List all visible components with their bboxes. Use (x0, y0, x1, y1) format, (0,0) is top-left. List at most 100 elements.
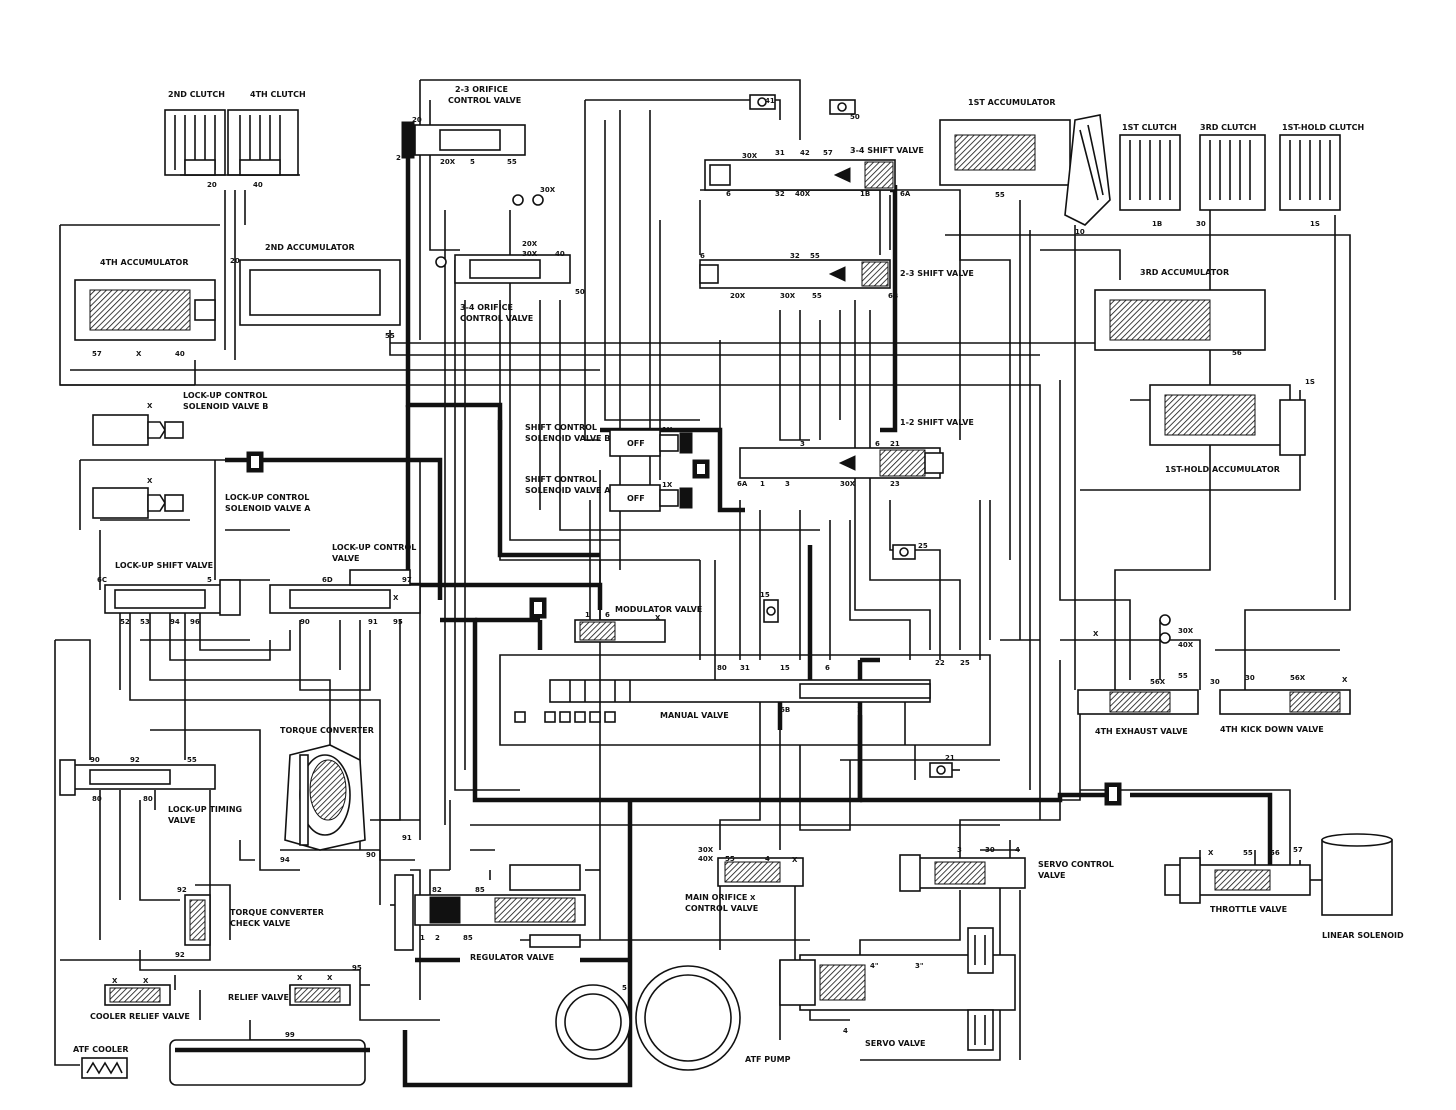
svg-text:30X: 30X (840, 480, 856, 488)
svg-text:90: 90 (300, 618, 310, 626)
svg-text:56X: 56X (1150, 678, 1166, 686)
svg-text:6: 6 (825, 664, 830, 672)
shift-solenoid-a-label-2: SOLENOID VALVE A (525, 486, 611, 495)
clutch-4th-label: 4TH CLUTCH (250, 90, 306, 99)
accumulator-3rd-label: 3RD ACCUMULATOR (1140, 268, 1229, 277)
svg-text:X: X (147, 402, 153, 410)
svg-text:X: X (112, 977, 118, 985)
svg-text:40X: 40X (698, 855, 714, 863)
accumulator-2nd (239, 259, 401, 326)
orifice-3-4-label-2: CONTROL VALVE (460, 314, 533, 323)
accumulator-1st (939, 119, 1071, 186)
clutch-3rd (1199, 134, 1266, 211)
atf-pump (555, 965, 741, 1071)
svg-text:92: 92 (177, 886, 187, 894)
lock-up-timing-valve-label-2: VALVE (168, 816, 196, 825)
svg-text:56: 56 (1270, 849, 1280, 857)
svg-text:4": 4" (870, 962, 879, 970)
main-orifice-control-valve (717, 857, 804, 887)
svg-text:5: 5 (622, 984, 627, 992)
svg-text:40: 40 (555, 250, 565, 258)
svg-text:6D: 6D (322, 576, 333, 584)
check-ball-15 (763, 599, 779, 623)
svg-text:55: 55 (725, 855, 735, 863)
svg-text:1B: 1B (1152, 220, 1162, 228)
svg-text:6B: 6B (888, 292, 898, 300)
svg-text:1: 1 (760, 480, 765, 488)
svg-text:40X: 40X (1178, 641, 1194, 649)
svg-text:82: 82 (432, 886, 442, 894)
svg-text:20: 20 (207, 181, 217, 189)
atf-pump-label: ATF PUMP (745, 1055, 791, 1064)
lock-up-solenoid-a-label-1: LOCK-UP CONTROL (225, 493, 309, 502)
manual-valve-label: MANUAL VALVE (660, 711, 729, 720)
check-ball-50 (829, 99, 856, 115)
svg-text:94: 94 (280, 856, 290, 864)
svg-text:91: 91 (402, 834, 412, 842)
svg-text:6B: 6B (780, 706, 790, 714)
fluid-lines-thick (225, 130, 1273, 1088)
svg-text:X: X (655, 614, 661, 622)
svg-text:22: 22 (935, 659, 945, 667)
svg-text:2: 2 (435, 934, 440, 942)
shift-valve-3-4 (704, 159, 896, 191)
lock-up-solenoid-b (92, 414, 184, 446)
svg-text:55: 55 (1243, 849, 1253, 857)
svg-text:96: 96 (190, 618, 200, 626)
svg-text:X: X (297, 974, 303, 982)
check-ball-25 (892, 544, 916, 560)
svg-text:6: 6 (726, 190, 731, 198)
shift-solenoid-b-label-1: SHIFT CONTROL (525, 423, 597, 432)
svg-text:20: 20 (230, 257, 240, 265)
clutch-1st-hold-label: 1ST-HOLD CLUTCH (1282, 123, 1364, 132)
svg-text:52: 52 (120, 618, 130, 626)
svg-text:1X: 1X (662, 481, 673, 489)
svg-text:15: 15 (760, 591, 770, 599)
lock-up-control-valve (269, 569, 421, 614)
svg-text:6: 6 (605, 611, 610, 619)
servo-control-valve (899, 854, 1026, 892)
accumulator-3rd (1094, 289, 1266, 351)
svg-text:95: 95 (393, 618, 403, 626)
svg-text:21: 21 (945, 754, 955, 762)
svg-text:X: X (136, 350, 142, 358)
svg-text:55: 55 (995, 191, 1005, 199)
lock-up-shift-valve-label: LOCK-UP SHIFT VALVE (115, 561, 213, 570)
svg-text:5: 5 (207, 576, 212, 584)
kickdown-valve-4th (1219, 689, 1351, 715)
svg-text:80: 80 (92, 795, 102, 803)
shift-solenoid-a (609, 484, 693, 512)
torque-converter (284, 744, 366, 851)
svg-text:25: 25 (960, 659, 970, 667)
svg-text:1S: 1S (1310, 220, 1320, 228)
main-orifice-label-2: CONTROL VALVE (685, 904, 758, 913)
lock-up-control-valve-label-2: VALVE (332, 554, 360, 563)
cooler-relief-valve-label: COOLER RELIEF VALVE (90, 1012, 190, 1021)
accumulator-1st-hold-label: 1ST-HOLD ACCUMULATOR (1165, 465, 1280, 474)
svg-text:40: 40 (253, 181, 263, 189)
lock-up-solenoid-a-label-2: SOLENOID VALVE A (225, 504, 311, 513)
linear-solenoid-label: LINEAR SOLENOID (1322, 931, 1404, 940)
svg-text:99: 99 (285, 1031, 295, 1039)
servo-valve-label: SERVO VALVE (865, 1039, 926, 1048)
svg-text:5: 5 (470, 158, 475, 166)
lock-up-solenoid-a (92, 487, 184, 519)
shift-solenoid-b-label-2: SOLENOID VALVE B (525, 434, 610, 443)
accumulator-4th-label: 4TH ACCUMULATOR (100, 258, 188, 267)
linear-filter-1st (1064, 114, 1111, 226)
svg-text:3: 3 (785, 480, 790, 488)
filter-icon (246, 451, 264, 473)
svg-text:1: 1 (585, 611, 590, 619)
orifice-2-3-label-1: 2-3 ORIFICE (455, 85, 508, 94)
svg-text:40: 40 (175, 350, 185, 358)
svg-text:80: 80 (143, 795, 153, 803)
orifice-control-valve-3-4 (435, 254, 571, 284)
svg-text:3: 3 (957, 846, 962, 854)
svg-text:X: X (147, 477, 153, 485)
svg-text:90: 90 (90, 756, 100, 764)
tc-check-valve-label-2: CHECK VALVE (230, 919, 290, 928)
svg-text:1S: 1S (1305, 378, 1315, 386)
clutch-1st (1119, 134, 1181, 211)
svg-text:55: 55 (810, 252, 820, 260)
servo-control-valve-label-1: SERVO CONTROL (1038, 860, 1114, 869)
